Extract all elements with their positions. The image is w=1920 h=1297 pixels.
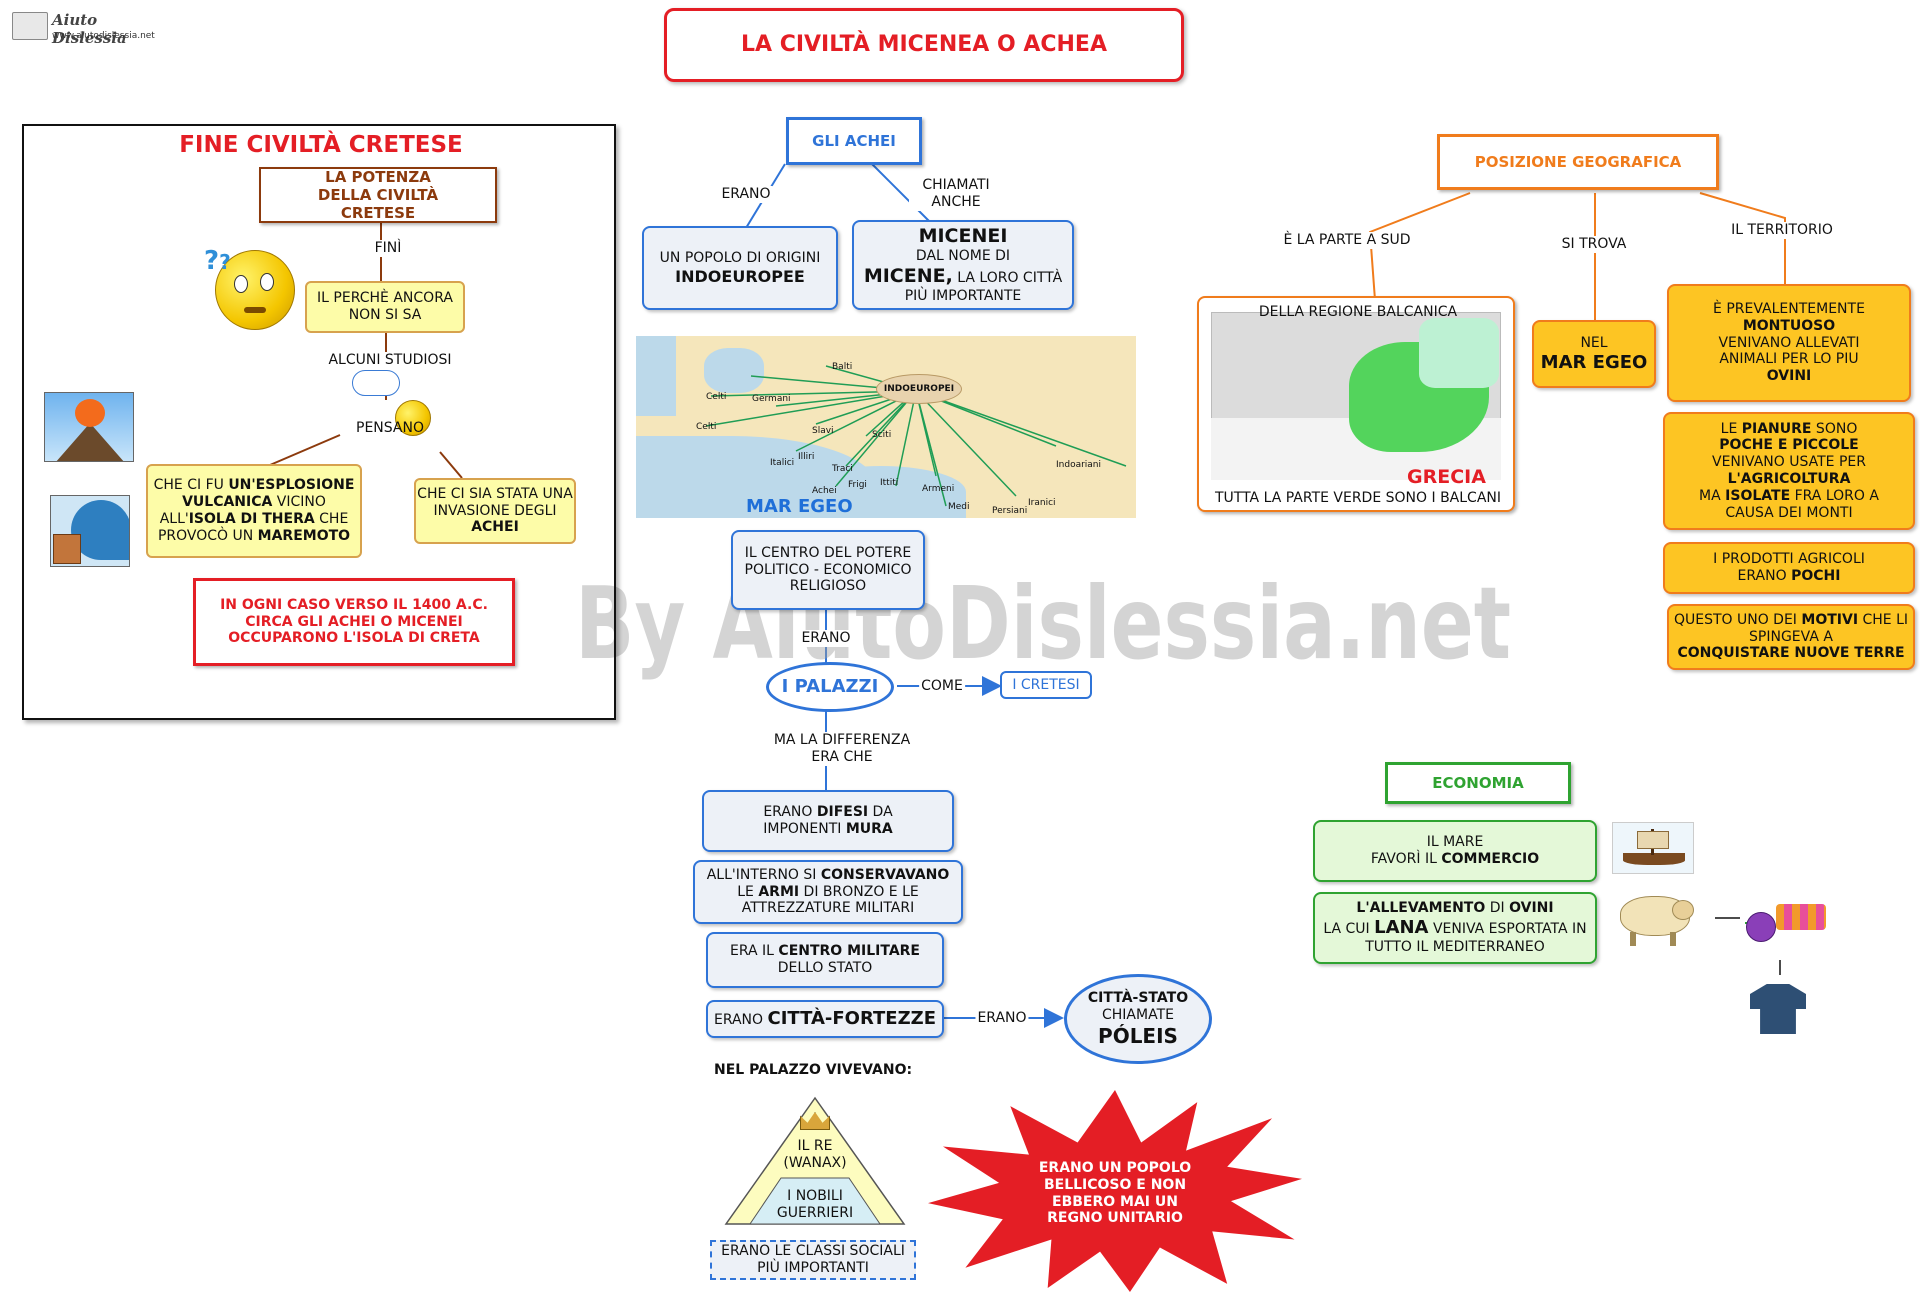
sweater-icon <box>1740 976 1816 1042</box>
tsunami-icon <box>50 495 130 567</box>
label-studiosi: ALCUNI STUDIOSI <box>326 352 454 369</box>
migration-map: INDOEUROPEI Balti Celti Germani Celti Sl… <box>636 336 1136 518</box>
perche-box: IL PERCHÈ ANCORA NON SI SA <box>305 281 465 333</box>
mar-egeo-map-label: MAR EGEO <box>746 496 853 517</box>
esplosione-box: CHE CI FU UN'ESPLOSIONE VULCANICA VICINO… <box>146 464 362 558</box>
question-marks-icon: ?? <box>204 246 231 276</box>
cretese-title: FINE CIVILTÀ CRETESE <box>179 132 463 158</box>
invasione-box: CHE CI SIA STATA UNA INVASIONE DEGLI ACH… <box>414 478 576 544</box>
poleis-ellipse: CITTÀ-STATO CHIAMATE PÓLEIS <box>1064 974 1212 1064</box>
militare-box: ERA IL CENTRO MILITARE DELLO STATO <box>706 932 944 988</box>
yarn-knitting-icon <box>1740 890 1830 956</box>
palazzi-ellipse: I PALAZZI <box>766 662 894 712</box>
label-differenza: MA LA DIFFERENZA ERA CHE <box>760 732 924 766</box>
fortezze-box: ERANO CITTÀ-FORTEZZE <box>706 1000 944 1038</box>
thinking-face-icon <box>215 250 295 330</box>
book-icon <box>12 12 48 40</box>
achei-title-box: GLI ACHEI <box>786 117 922 165</box>
difesi-box: ERANO DIFESI DA IMPONENTI MURA <box>702 790 954 852</box>
balkans-map-box: DELLA REGIONE BALCANICA GRECIA TUTTA LA … <box>1197 296 1515 512</box>
conclusione-box: IN OGNI CASO VERSO IL 1400 A.C. CIRCA GL… <box>193 578 515 666</box>
cretesi-box: I CRETESI <box>1000 671 1092 699</box>
smiley-icon <box>395 400 431 436</box>
watermark: By AiutoDislessia.net <box>575 565 1512 682</box>
conservavano-box: ALL'INTERNO SI CONSERVAVANO LE ARMI DI B… <box>693 860 963 924</box>
label-territorio: IL TERRITORIO <box>1729 222 1835 239</box>
classi-box: ERANO LE CLASSI SOCIALI PIÙ IMPORTANTI <box>710 1240 916 1280</box>
thought-cloud-icon <box>352 370 400 396</box>
pyramid-re: IL RE (WANAX) <box>783 1138 847 1171</box>
label-erano-centro: ERANO <box>799 630 853 647</box>
potenza-box: LA POTENZA DELLA CIVILTÀ CRETESE <box>259 167 497 223</box>
logo-name: Aiuto Dislessia <box>52 11 127 47</box>
micenei-box: MICENEI DAL NOME DI MICENE, LA LORO CITT… <box>852 220 1074 310</box>
starburst-text: ERANO UN POPOLO BELLICOSO E NON EBBERO M… <box>1038 1160 1192 1227</box>
label-pensano: PENSANO <box>356 420 424 436</box>
mar-egeo-box: NEL MAR EGEO <box>1532 320 1656 388</box>
label-chiamati: CHIAMATI ANCHE <box>909 177 1003 211</box>
commercio-box: IL MARE FAVORÌ IL COMMERCIO <box>1313 820 1597 882</box>
label-erano-fortezze: ERANO <box>975 1010 1029 1027</box>
indoeuropei-label: INDOEUROPEI <box>876 374 962 404</box>
logo-url: www.aiutodislessia.net <box>52 31 155 41</box>
label-erano-achei: ERANO <box>719 186 773 203</box>
ship-icon <box>1612 822 1694 874</box>
vivevano-label: NEL PALAZZO VIVEVANO: <box>714 1062 913 1078</box>
volcano-icon <box>44 392 134 462</box>
popolo-box: UN POPOLO DI ORIGINI INDOEUROPEE <box>642 226 838 310</box>
economia-title-box: ECONOMIA <box>1385 762 1571 804</box>
label-trova: SI TROVA <box>1559 236 1629 253</box>
map-balcanica-label: DELLA REGIONE BALCANICA <box>1258 304 1458 320</box>
prodotti-box: I PRODOTTI AGRICOLI ERANO POCHI <box>1663 542 1915 594</box>
label-sud: È LA PARTE A SUD <box>1281 232 1413 249</box>
cretese-panel <box>22 124 616 720</box>
sheep-icon <box>1616 890 1696 948</box>
label-come: COME <box>919 678 965 695</box>
grecia-label: GRECIA <box>1407 466 1486 488</box>
centro-box: IL CENTRO DEL POTERE POLITICO - ECONOMIC… <box>731 530 925 610</box>
allevamento-box: L'ALLEVAMENTO DI OVINI LA CUI LANA VENIV… <box>1313 892 1597 964</box>
posizione-title-box: POSIZIONE GEOGRAFICA <box>1437 134 1719 190</box>
page-title: LA CIVILTÀ MICENEA O ACHEA <box>664 8 1184 82</box>
logo[interactable]: Aiuto Dislessia www.aiutodislessia.net <box>10 8 170 47</box>
montuoso-box: È PREVALENTEMENTE MONTUOSO VENIVANO ALLE… <box>1667 284 1911 402</box>
pianure-box: LE PIANURE SONO POCHE E PICCOLE VENIVANO… <box>1663 412 1915 530</box>
map-balcani-label: TUTTA LA PARTE VERDE SONO I BALCANI <box>1214 490 1501 506</box>
pyramid-nobili: I NOBILI GUERRIERI <box>776 1188 854 1221</box>
motivi-box: QUESTO UNO DEI MOTIVI CHE LI SPINGEVA A … <box>1667 604 1915 670</box>
label-fini: FINÌ <box>372 240 404 257</box>
